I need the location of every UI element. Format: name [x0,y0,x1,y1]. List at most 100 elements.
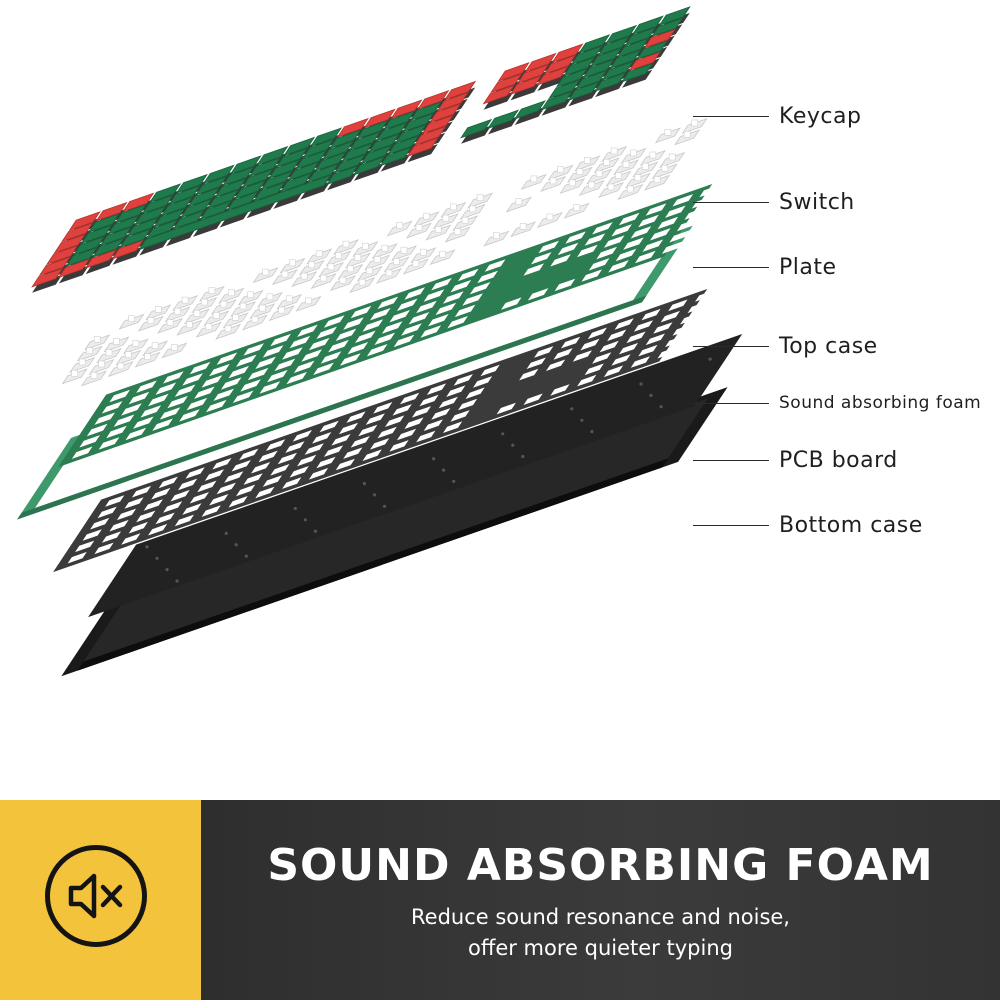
keycap-green [563,56,596,77]
plate-cutout [282,347,303,360]
switch-stem [449,203,457,211]
foam-cutout [431,408,451,420]
keycap-green [107,215,140,235]
switch-stem [147,317,155,325]
plate-cutout [201,375,223,388]
keycap-red [536,66,569,86]
foam-cutout [603,365,624,378]
callout-keycap: Keycap [693,96,861,136]
plate-cutout [320,351,342,364]
plate-cutout [389,310,410,323]
foam-cutout [292,430,312,442]
plate-cutout [484,259,506,272]
switch-stem [610,147,618,155]
plate-cutout [501,297,522,310]
keycap-green [256,145,289,166]
leader-line [693,115,769,117]
foam-cutout [143,499,163,511]
plate-cutout [313,362,334,375]
switch-stem [181,296,189,304]
keycap-red [628,51,661,72]
foam-cutout [385,415,405,427]
keycap-green [168,185,201,205]
keycap-red [46,245,79,265]
foam-cutout [124,497,144,509]
keycap-green [202,164,235,185]
switch-stem [144,353,151,361]
plate-cutout [293,360,315,373]
keycap-green [153,207,186,228]
plate-cutout [550,254,571,267]
switch-stem [117,362,125,370]
switch-stem [339,276,347,284]
keycap-green [367,133,401,154]
keycap-spacebar [138,174,332,251]
plate-cutout [335,328,357,341]
plate-cutout [186,397,208,411]
foam-cutout [577,374,597,387]
pcb-hole [659,405,663,409]
foam-cutout [365,413,385,425]
keycap-layer [31,6,691,293]
switch-stem [289,259,296,267]
switch-stem [78,358,86,366]
keycap-green [306,163,339,183]
foam-cutout [480,364,500,377]
plate-cutout [106,425,127,439]
switch-stem [335,252,342,259]
keycap-green [333,154,366,174]
keycap-green [387,135,420,156]
switch-stem [308,261,316,269]
keycap-red [524,52,557,73]
keycap-green [589,47,623,68]
pcb-hole [501,432,505,436]
switch-stem [155,306,162,313]
plate-cutout [699,184,720,198]
plate-cutout [343,317,364,330]
foam-cutout [94,542,114,555]
switch-stem [113,338,120,345]
switch-stem [278,306,286,314]
keycap-green [309,127,343,147]
keycap-green [624,26,657,47]
switch-stem [442,214,450,222]
plate-cutout [618,212,640,226]
foam-cutout [496,402,516,415]
plate-cutout [323,315,345,328]
pcb-board-layer [88,334,743,618]
foam-cutout [350,436,370,448]
foam-cutout [131,485,152,498]
keycap-green [621,62,654,83]
plate-cutout [584,233,606,246]
foam-cutout [396,428,417,441]
keycap-green [241,168,274,189]
keycap-green [114,203,147,224]
plate-cutout [148,393,169,407]
pcb-hole [362,482,366,486]
switch-stem [90,372,98,379]
switch-stem [576,168,584,175]
plate-cutout [447,316,468,329]
foam-cutout [645,333,665,346]
keycap-green [326,165,359,186]
plate-cutout [661,241,683,254]
switch-stem [603,159,611,166]
keycap-green [149,183,182,203]
plate-cutout [450,280,472,293]
foam-cutout [151,487,171,500]
plate-cutout [435,302,457,316]
keycap-green [175,173,208,194]
keycap-green [487,109,520,130]
foam-cutout [584,363,604,376]
keycap-green [548,79,581,100]
switch-stem [266,293,274,301]
plate-cutout [182,373,203,386]
keycap-red [84,249,117,269]
keycap-green [248,157,281,177]
keycap-green [567,81,600,102]
foam-cutout [443,421,463,433]
foam-cutout [523,393,543,405]
foam-cutout [641,308,661,321]
label-sound-absorbing-foam: Sound absorbing foam [779,393,982,413]
switch-stem [93,335,101,343]
